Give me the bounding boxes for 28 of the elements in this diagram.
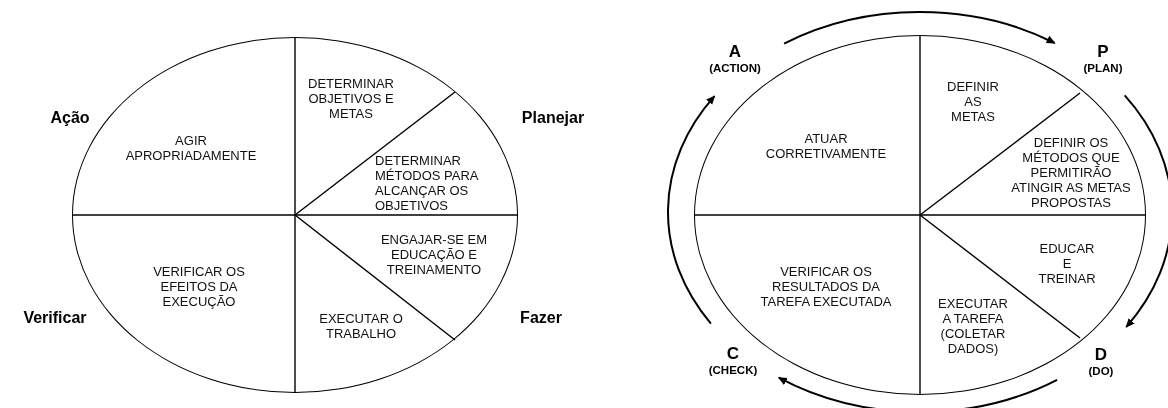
segment-text: EDUCAR E TREINAR [1037, 240, 1097, 286]
phase-title: Verificar [23, 309, 87, 327]
cycle-arrow [783, 11, 1056, 45]
segment-text: ENGAJAR-SE EM EDUCAÇÃO E TREINAMENTO [378, 231, 490, 277]
phase-title: Ação [50, 109, 90, 127]
segment-text: AGIR APROPRIADAMENTE [121, 133, 261, 163]
phase-name: (ACTION) [709, 60, 761, 75]
phase-title: Planejar [521, 109, 585, 127]
phase-letter: C [725, 343, 741, 363]
segment-text: DEFINIR AS METAS [945, 78, 1001, 124]
cycle-arrow [667, 95, 716, 325]
segment-text: VERIFICAR OS RESULTADOS DA TAREFA EXECUTADA [760, 263, 892, 309]
phase-letter: D [1093, 344, 1109, 364]
segment-text: EXECUTAR A TAREFA (COLETAR DADOS) [937, 296, 1009, 356]
phase-letter: A [727, 41, 743, 61]
phase-name: (PLAN) [1083, 60, 1123, 75]
cycle-arrow [777, 376, 1059, 408]
segment-text: DEFINIR OS MÉTODOS QUE PERMITIRÃO ATINGIR AS METAS PROPOSTAS [1008, 134, 1134, 210]
cycle-arrow [1123, 94, 1168, 328]
phase-name: (CHECK) [708, 362, 758, 377]
phase-title: Fazer [520, 309, 562, 327]
phase-name: (DO) [1088, 363, 1114, 378]
segment-text: EXECUTAR O TRABALHO [319, 311, 403, 341]
phase-letter: P [1096, 41, 1110, 61]
segment-text: ATUAR CORRETIVAMENTE [756, 131, 896, 161]
segment-text: DETERMINAR OBJETIVOS E METAS [306, 75, 396, 121]
segment-text: DETERMINAR MÉTODOS PARA ALCANÇAR OS OBJETIVOS [375, 153, 483, 213]
segment-text: VERIFICAR OS EFEITOS DA EXECUÇÃO [151, 263, 247, 309]
